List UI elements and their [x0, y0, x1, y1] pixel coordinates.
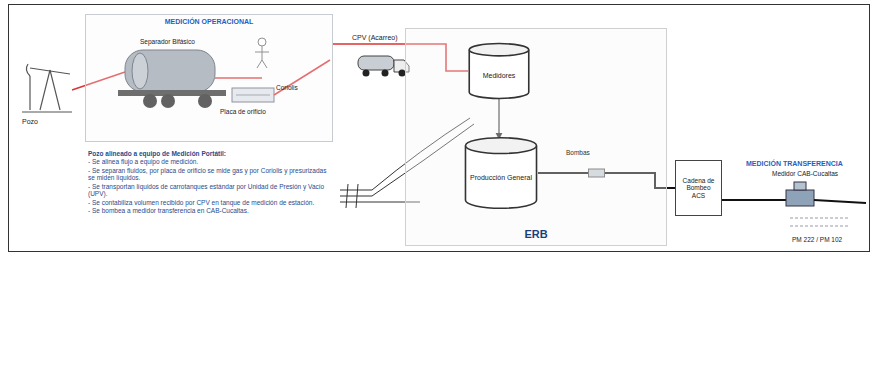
station-region: ERB MedidoresProducción General	[405, 28, 667, 246]
cylinder-outline	[468, 43, 530, 99]
note-line: - Se alinea flujo a equipo de medición.	[88, 158, 333, 165]
callout-label: Medidor CAB-Cucaltas	[772, 170, 838, 177]
tank-truck-icon	[358, 56, 409, 77]
region-title: MEDICIÓN OPERACIONAL	[86, 15, 332, 26]
callout-label: Bombas	[566, 149, 590, 156]
node-label: Producción General	[470, 174, 532, 182]
note-line: - Se transportan líquidos de carrotanque…	[88, 183, 333, 198]
note-line: - Se bombea a medidor transferencia en C…	[88, 207, 333, 214]
note-line: Pozo alineado a equipo de Medición Portá…	[88, 150, 333, 157]
tank-cylinder: Medidores	[468, 43, 530, 99]
callout-label: PM 222 / PM 102	[792, 236, 842, 243]
node-label: Cadena de Bombeo ACS	[679, 177, 718, 199]
callout-label: Pozo	[22, 118, 38, 126]
cylinder-outline	[464, 137, 538, 209]
transfer-meter-icon	[722, 182, 866, 226]
callout-label: CPV (Acarreo)	[352, 34, 398, 42]
notes-block: Pozo alineado a equipo de Medición Portá…	[88, 150, 333, 215]
note-line: - Se contabiliza volumen recibido por CP…	[88, 199, 333, 206]
region-title: ERB	[406, 228, 666, 241]
measurement-region: MEDICIÓN OPERACIONAL	[85, 14, 333, 142]
callout-label: MEDICIÓN TRANSFERENCIA	[746, 160, 843, 168]
callout-label: Separador Bifásico	[140, 38, 195, 45]
note-line: - Se separan fluidos, por placa de orifi…	[88, 167, 333, 182]
process-box: Cadena de Bombeo ACS	[675, 160, 722, 216]
callout-label: Placa de orificio	[220, 108, 266, 115]
node-label: Medidores	[483, 72, 516, 80]
tank-cylinder: Producción General	[464, 137, 538, 209]
callout-label: Coriolis	[276, 84, 298, 91]
